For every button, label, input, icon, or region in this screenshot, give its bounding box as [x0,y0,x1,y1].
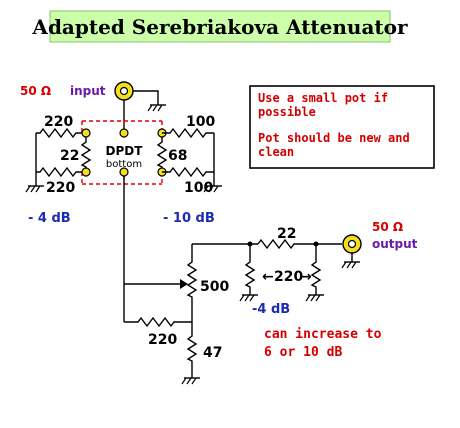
output-bnc-center [347,239,357,249]
label-left-attenuation: - 4 dB [28,211,71,226]
note-box: Use a small pot if possible Pot should b… [249,85,435,169]
input-ground-wire [133,90,159,105]
resistor-mid-right [156,137,168,168]
input-connector: 50 Ω input [20,81,166,133]
input-ground-icon [147,104,166,112]
label-right-attenuation: - 10 dB [163,211,215,226]
switch-dashed-link [81,120,163,185]
label-pot: 500 [200,279,229,295]
left-pad: 220 22 220 - 4 dB [25,114,92,226]
input-bnc-center [119,86,129,96]
increase-note: can increase to 6 or 10 dB [264,327,382,360]
title-background [49,10,391,43]
note-line-4: clean [258,145,294,159]
output-label: output [372,237,418,251]
label-r-lower-shunt: 47 [203,345,222,361]
right-pad-ground-icon [203,185,222,193]
input-impedance-label: 50 Ω [20,84,51,98]
potentiometer-500 [186,244,198,322]
title-text: Adapted Serebriakova Attenuator [31,15,408,39]
label-r-top-right: 100 [186,114,215,130]
note-box-frame [249,85,435,169]
output-ground-right-icon [305,294,324,302]
output-bnc-ground-icon [341,261,360,269]
label-r-lower-series: 220 [148,332,177,348]
label-r-top-left: 220 [44,114,73,130]
switch-name: DPDT [106,144,144,158]
increase-line-2: 6 or 10 dB [264,345,342,360]
dpdt-switch: DPDT bottom [81,120,167,185]
pot-wiper-arrow [180,279,188,289]
resistor-mid-left [80,137,92,168]
resistor-lower-shunt [186,322,198,378]
label-r-bot-left: 220 [46,180,75,196]
input-label: input [70,84,106,98]
output-impedance-label: 50 Ω [372,220,403,234]
output-network: 22 ← 220 → -4 dB 50 Ω output [192,220,418,317]
resistor-top-left [36,127,82,139]
resistor-bottom-right [162,166,214,178]
label-output-attenuation: -4 dB [252,302,290,317]
arrow-right-icon: → [300,269,312,285]
switch-contact-top-left [81,128,91,138]
note-line-1: Use a small pot if [258,91,388,105]
increase-line-1: can increase to [264,327,382,342]
resistor-bottom-left [36,166,82,178]
resistor-output-series [257,238,342,250]
switch-contact-bottom-left [81,167,91,177]
switch-contact-top-center [119,128,129,138]
right-pad: 100 68 100 - 10 dB [156,114,222,226]
label-r-output-shunt: 220 [274,269,303,285]
lower-ground-icon [181,377,200,385]
label-r-bot-right: 100 [184,180,213,196]
arrow-left-icon: ← [262,269,274,285]
label-r-output-series: 22 [277,226,296,242]
title-banner: Adapted Serebriakova Attenuator [31,10,408,43]
label-r-mid-right: 68 [168,148,187,164]
switch-note: bottom [106,159,142,170]
left-pad-ground-icon [25,185,44,193]
output-ground-left-icon [239,294,258,302]
pot-network: 500 220 47 [123,176,229,385]
resistor-output-shunt-left [244,244,256,295]
label-r-mid-left: 22 [60,148,79,164]
note-line-3: Pot should be new and [258,131,410,145]
resistor-output-shunt-right [310,244,322,295]
resistor-lower-series [124,316,192,328]
resistor-top-right [162,127,214,139]
note-line-2: possible [258,105,316,119]
